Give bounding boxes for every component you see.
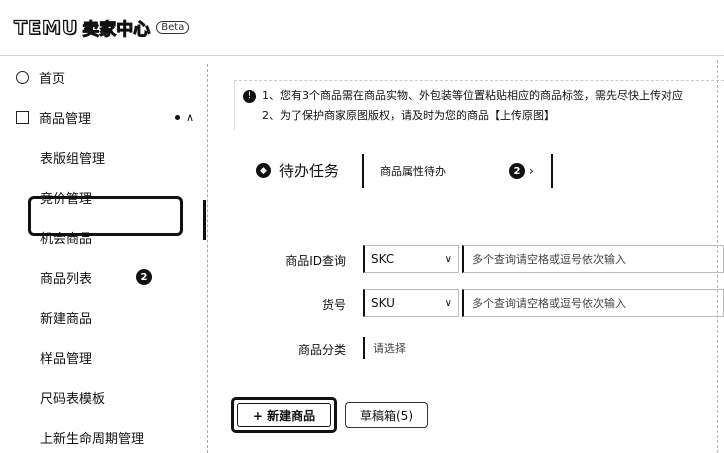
sidebar-item-lifecycle[interactable]: 上新生命周期管理	[0, 422, 200, 452]
divider	[717, 60, 718, 453]
beta-badge: Beta	[156, 21, 190, 34]
notice-line-1: 1、您有3个商品需在商品实物、外包装等位置粘贴相应的商品标签，需先尽快上传对应	[262, 89, 683, 102]
chevron-down-icon: ∨	[444, 253, 452, 265]
category-label: 商品分类	[297, 343, 346, 357]
sidebar-item-label: 商品列表	[40, 271, 93, 287]
sidebar-item-label: 竞价管理	[40, 191, 93, 207]
temu-logo[interactable]: TEMU	[13, 16, 79, 39]
input-placeholder: 多个查询请空格或逗号依次输入	[472, 297, 626, 310]
sidebar: 首页 商品管理 ∧ 表版组管理 竞价管理 机会商品 商品列表 2 新建商品 样品…	[0, 57, 207, 453]
chevron-down-icon: ∨	[444, 297, 452, 309]
sku-label: 货号	[321, 298, 346, 312]
active-indicator	[203, 200, 206, 240]
sidebar-item-product-list[interactable]: 商品列表 2	[0, 262, 200, 292]
sku-type-select[interactable]: SKU ∨	[363, 289, 459, 317]
new-product-button[interactable]: + 新建商品	[237, 403, 331, 427]
id-type-select[interactable]: SKC ∨	[363, 245, 459, 273]
button-label: + 新建商品	[252, 408, 316, 423]
todo-card-label: 商品属性待办	[380, 165, 446, 178]
sidebar-item-label: 表版组管理	[40, 151, 106, 167]
home-icon	[16, 70, 29, 84]
sidebar-item-label: 上新生命周期管理	[40, 431, 145, 447]
todo-title-text: 待办任务	[279, 162, 340, 180]
sidebar-item-bidding[interactable]: 竞价管理	[0, 182, 200, 212]
product-id-input[interactable]: 多个查询请空格或逗号依次输入	[462, 245, 724, 273]
sidebar-item-home[interactable]: 首页	[0, 62, 200, 92]
drafts-button[interactable]: 草稿箱(5)	[345, 402, 428, 428]
sidebar-item-label: 商品管理	[39, 111, 92, 127]
select-value: SKC	[371, 252, 395, 266]
todo-card-attributes[interactable]: 商品属性待办 2 ›	[362, 154, 553, 188]
top-header: TEMU 卖家中心 Beta	[0, 0, 724, 56]
input-placeholder: 多个查询请空格或逗号依次输入	[472, 253, 626, 266]
chevron-right-icon: ›	[529, 164, 534, 178]
sidebar-item-label: 样品管理	[40, 351, 93, 367]
product-id-label: 商品ID查询	[285, 254, 346, 268]
category-select[interactable]: 请选择	[363, 337, 724, 359]
sku-input[interactable]: 多个查询请空格或逗号依次输入	[462, 289, 724, 317]
selected-highlight	[28, 196, 183, 236]
todo-count-badge: 2	[509, 163, 525, 179]
sidebar-item-samples[interactable]: 样品管理	[0, 342, 200, 372]
notification-dot	[175, 114, 180, 120]
notice-line-2[interactable]: 2、为了保护商家原图版权，请及时为您的商品【上传原图】	[262, 109, 555, 122]
sidebar-item-label: 新建商品	[40, 311, 93, 327]
step-badge: 2	[136, 269, 152, 285]
chevron-up-icon[interactable]: ∧	[186, 110, 195, 124]
select-value: SKU	[371, 296, 395, 310]
sidebar-item-size-chart[interactable]: 尺码表模板	[0, 382, 200, 412]
bell-icon: ◆	[256, 163, 271, 178]
button-label: 草稿箱(5)	[360, 408, 413, 423]
select-placeholder: 请选择	[373, 342, 406, 355]
product-management-icon	[16, 110, 29, 124]
sidebar-item-size-group[interactable]: 表版组管理	[0, 142, 200, 172]
divider	[207, 64, 208, 453]
sidebar-item-label: 首页	[39, 71, 66, 87]
seller-center-title: 卖家中心	[82, 20, 151, 41]
new-product-button-highlight: + 新建商品	[231, 397, 337, 433]
sidebar-item-new-product[interactable]: 新建商品	[0, 302, 200, 332]
notice-panel: ! 1、您有3个商品需在商品实物、外包装等位置粘贴相应的商品标签，需先尽快上传对应…	[234, 80, 724, 130]
info-icon: !	[243, 89, 256, 103]
sidebar-item-product-management[interactable]: 商品管理 ∧	[0, 102, 200, 132]
todo-heading: ◆ 待办任务	[256, 160, 339, 181]
sidebar-item-label: 尺码表模板	[40, 391, 106, 407]
